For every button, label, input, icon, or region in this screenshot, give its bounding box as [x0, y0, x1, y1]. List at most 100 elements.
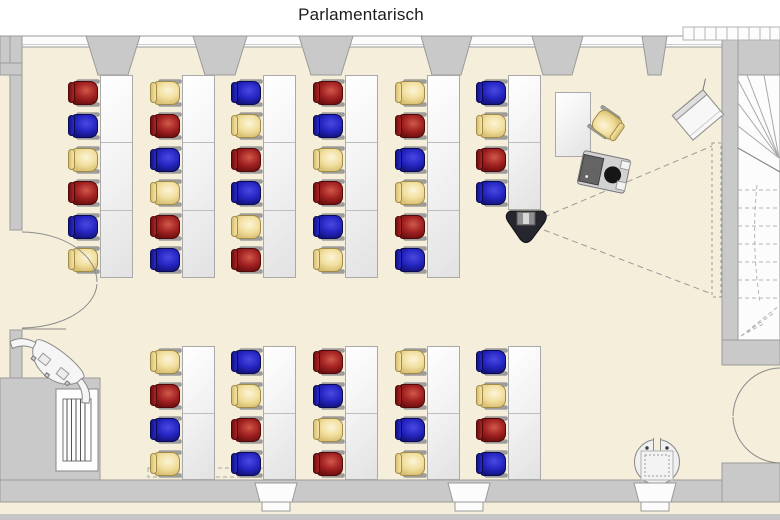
chair-backrest	[313, 419, 320, 440]
wall-pier	[192, 35, 248, 76]
desk-segment	[101, 142, 132, 209]
page-title: Parlamentarisch	[298, 5, 424, 24]
stair-flight-top	[682, 26, 780, 41]
chair-backrest	[476, 149, 483, 170]
chair-backrest	[150, 182, 157, 203]
chair-yellow	[68, 247, 99, 273]
desk-segment	[264, 412, 295, 480]
chair-blue	[476, 349, 507, 375]
chair-backrest	[68, 249, 75, 270]
chair-seat	[235, 181, 261, 205]
chair-backrest	[395, 351, 402, 372]
desk-segment	[346, 412, 377, 480]
chair-backrest	[313, 182, 320, 203]
chair-blue	[395, 147, 426, 173]
chair-backrest	[395, 182, 402, 203]
chair-yellow	[476, 113, 507, 139]
beamer	[505, 210, 547, 243]
chair-yellow	[150, 180, 181, 206]
chair-red	[313, 451, 344, 477]
desk-column	[508, 346, 541, 480]
chair-seat	[317, 350, 343, 374]
pillar-base	[640, 501, 670, 512]
chair-yellow	[395, 349, 426, 375]
chair-backrest	[150, 82, 157, 103]
south-edge-band	[0, 514, 780, 520]
chair-yellow	[231, 383, 262, 409]
chair-red	[231, 417, 262, 443]
desk-segment	[264, 209, 295, 277]
chair-backrest	[150, 115, 157, 136]
chair-red	[395, 113, 426, 139]
chair-red	[313, 180, 344, 206]
south-wall	[0, 479, 780, 503]
overhead-projector-cart	[577, 150, 632, 194]
desk-segment	[264, 142, 295, 209]
chair-blue	[313, 383, 344, 409]
chair-seat	[480, 452, 506, 476]
chair-seat	[480, 148, 506, 172]
desk-segment	[428, 209, 459, 277]
southeast-corner-wall	[721, 462, 780, 503]
desk-column	[263, 75, 296, 278]
wall-pier	[531, 35, 584, 76]
chair-red	[476, 147, 507, 173]
chair-yellow	[395, 180, 426, 206]
chair-backrest	[476, 115, 483, 136]
washbasin-tap	[43, 372, 51, 379]
west-door-leaf-north	[21, 231, 98, 283]
desk-segment	[101, 209, 132, 277]
round-table-base	[640, 450, 674, 481]
chair-seat	[480, 384, 506, 408]
chair-backrest	[313, 249, 320, 270]
beamer-lens-highlight	[523, 213, 529, 224]
chair-backrest	[476, 385, 483, 406]
round-table-split-gap	[653, 438, 661, 451]
desk-segment	[509, 412, 540, 480]
desk-segment	[346, 209, 377, 277]
desk-column	[182, 75, 215, 278]
chair-red	[313, 80, 344, 106]
chair-backrest	[395, 385, 402, 406]
chair-backrest	[150, 149, 157, 170]
west-wall-upper	[9, 35, 23, 231]
flipchart-top-rail	[671, 89, 708, 121]
chair-backrest	[476, 182, 483, 203]
chair-red	[68, 80, 99, 106]
wall-pier	[641, 35, 668, 76]
stair-lower-winders	[740, 304, 780, 337]
chair-seat	[480, 418, 506, 442]
washbasin-tray	[55, 366, 70, 381]
chair-blue	[231, 80, 262, 106]
radiator-fins	[66, 399, 86, 461]
desk-segment	[428, 142, 459, 209]
chair-backrest	[476, 453, 483, 474]
chair-red	[476, 417, 507, 443]
stair-flight-treads	[693, 27, 771, 40]
chair-seat	[154, 114, 180, 138]
desk-column	[345, 346, 378, 480]
round-table-hinge	[665, 446, 669, 450]
chair-seat	[317, 215, 343, 239]
chair-seat	[399, 384, 425, 408]
chair-red	[313, 349, 344, 375]
chair-backrest	[313, 453, 320, 474]
chair-backrest	[68, 82, 75, 103]
chair-blue	[476, 80, 507, 106]
chair-seat	[154, 215, 180, 239]
chair-backrest	[395, 149, 402, 170]
washbasin-tray	[37, 352, 52, 367]
beamer-body	[505, 210, 547, 243]
chair-yellow	[313, 247, 344, 273]
washbasin	[9, 338, 91, 404]
projection-screen	[711, 142, 722, 298]
chair-backrest	[150, 351, 157, 372]
washbasin-wing	[9, 338, 37, 350]
chair-backrest	[313, 351, 320, 372]
presenter-desk	[555, 92, 591, 157]
chair-backrest	[313, 149, 320, 170]
chair-blue	[150, 417, 181, 443]
round-table-hinge	[645, 446, 649, 450]
